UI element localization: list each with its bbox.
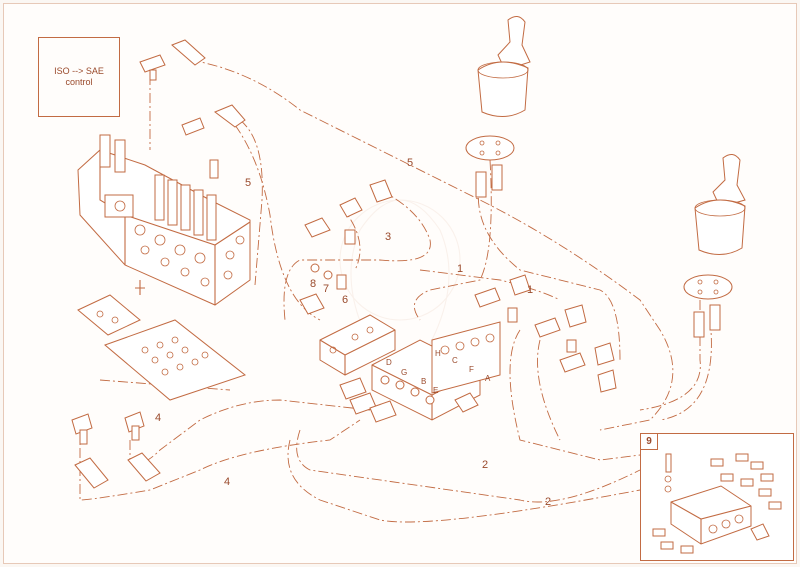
- callout-4a: 4: [155, 412, 161, 424]
- joystick-left: [465, 16, 531, 198]
- callout-numbers: 1 1 2 2 3 4 4 5 5 6 7 8: [155, 157, 551, 508]
- iso-sae-note-box: ISO --> SAE control: [38, 37, 120, 117]
- callout-4b: 4: [224, 476, 230, 488]
- callout-6: 6: [342, 294, 348, 306]
- callout-5b: 5: [407, 157, 413, 169]
- callout-3: 3: [385, 231, 391, 243]
- inset-panel: 9: [640, 433, 794, 561]
- callout-2a: 2: [482, 459, 488, 471]
- central-manifold: [319, 314, 501, 421]
- callout-1a: 1: [457, 263, 463, 275]
- port-B: B: [421, 377, 426, 386]
- main-valve-block: [77, 134, 251, 306]
- port-E: E: [433, 386, 438, 395]
- fittings-middle: [299, 179, 617, 423]
- callout-5a: 5: [245, 177, 251, 189]
- port-letters: A B C D E F G H: [386, 349, 491, 395]
- port-D: D: [386, 358, 392, 367]
- callout-8: 8: [310, 278, 316, 290]
- port-C: C: [452, 356, 458, 365]
- hose-lines: [79, 59, 712, 523]
- fittings-top-left: [139, 39, 246, 136]
- iso-sae-label: ISO --> SAE: [54, 66, 104, 76]
- port-H: H: [435, 349, 441, 358]
- callout-2b: 2: [545, 496, 551, 508]
- callout-1b: 1: [527, 284, 533, 296]
- gasket-plates: [77, 294, 247, 401]
- port-F: F: [469, 365, 474, 374]
- port-G: G: [401, 368, 407, 377]
- joystick-right: [683, 154, 746, 338]
- inset-drawing: [652, 453, 782, 554]
- inset-number: 9: [641, 434, 658, 450]
- control-label: control: [65, 77, 93, 87]
- fittings-lower-left: [71, 411, 161, 489]
- callout-7: 7: [323, 283, 329, 295]
- port-A: A: [485, 374, 491, 383]
